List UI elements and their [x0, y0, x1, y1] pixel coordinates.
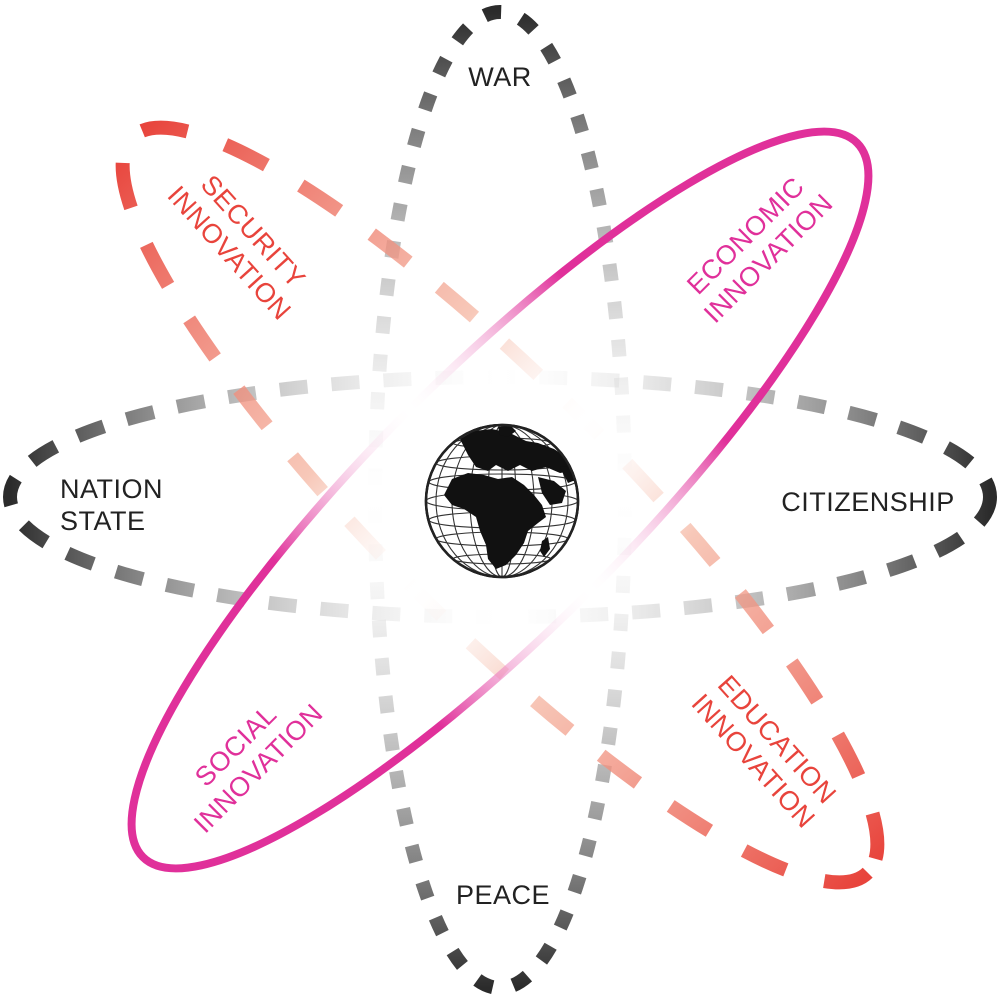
peace-label: PEACE	[456, 880, 550, 910]
security-education-orbit	[115, 120, 885, 890]
globe-icon	[424, 423, 580, 579]
nation-state-label: NATION STATE	[60, 474, 163, 536]
nation-citizenship-orbit	[3, 370, 997, 624]
war-label: WAR	[468, 62, 532, 92]
nation-state-line2: STATE	[60, 506, 146, 536]
economic-innovation-label: ECONOMIC INNOVATION	[681, 171, 839, 329]
citizenship-label: CITIZENSHIP	[781, 487, 955, 517]
war-peace-orbit	[368, 5, 632, 995]
social-innovation-label: SOCIAL INNOVATION	[188, 698, 329, 839]
nation-state-line1: NATION	[60, 474, 163, 504]
security-innovation-label: SECURITY INNOVATION	[162, 169, 312, 326]
economic-social-orbit	[127, 127, 873, 873]
education-innovation-label: EDUCATION INNOVATION	[686, 670, 843, 834]
